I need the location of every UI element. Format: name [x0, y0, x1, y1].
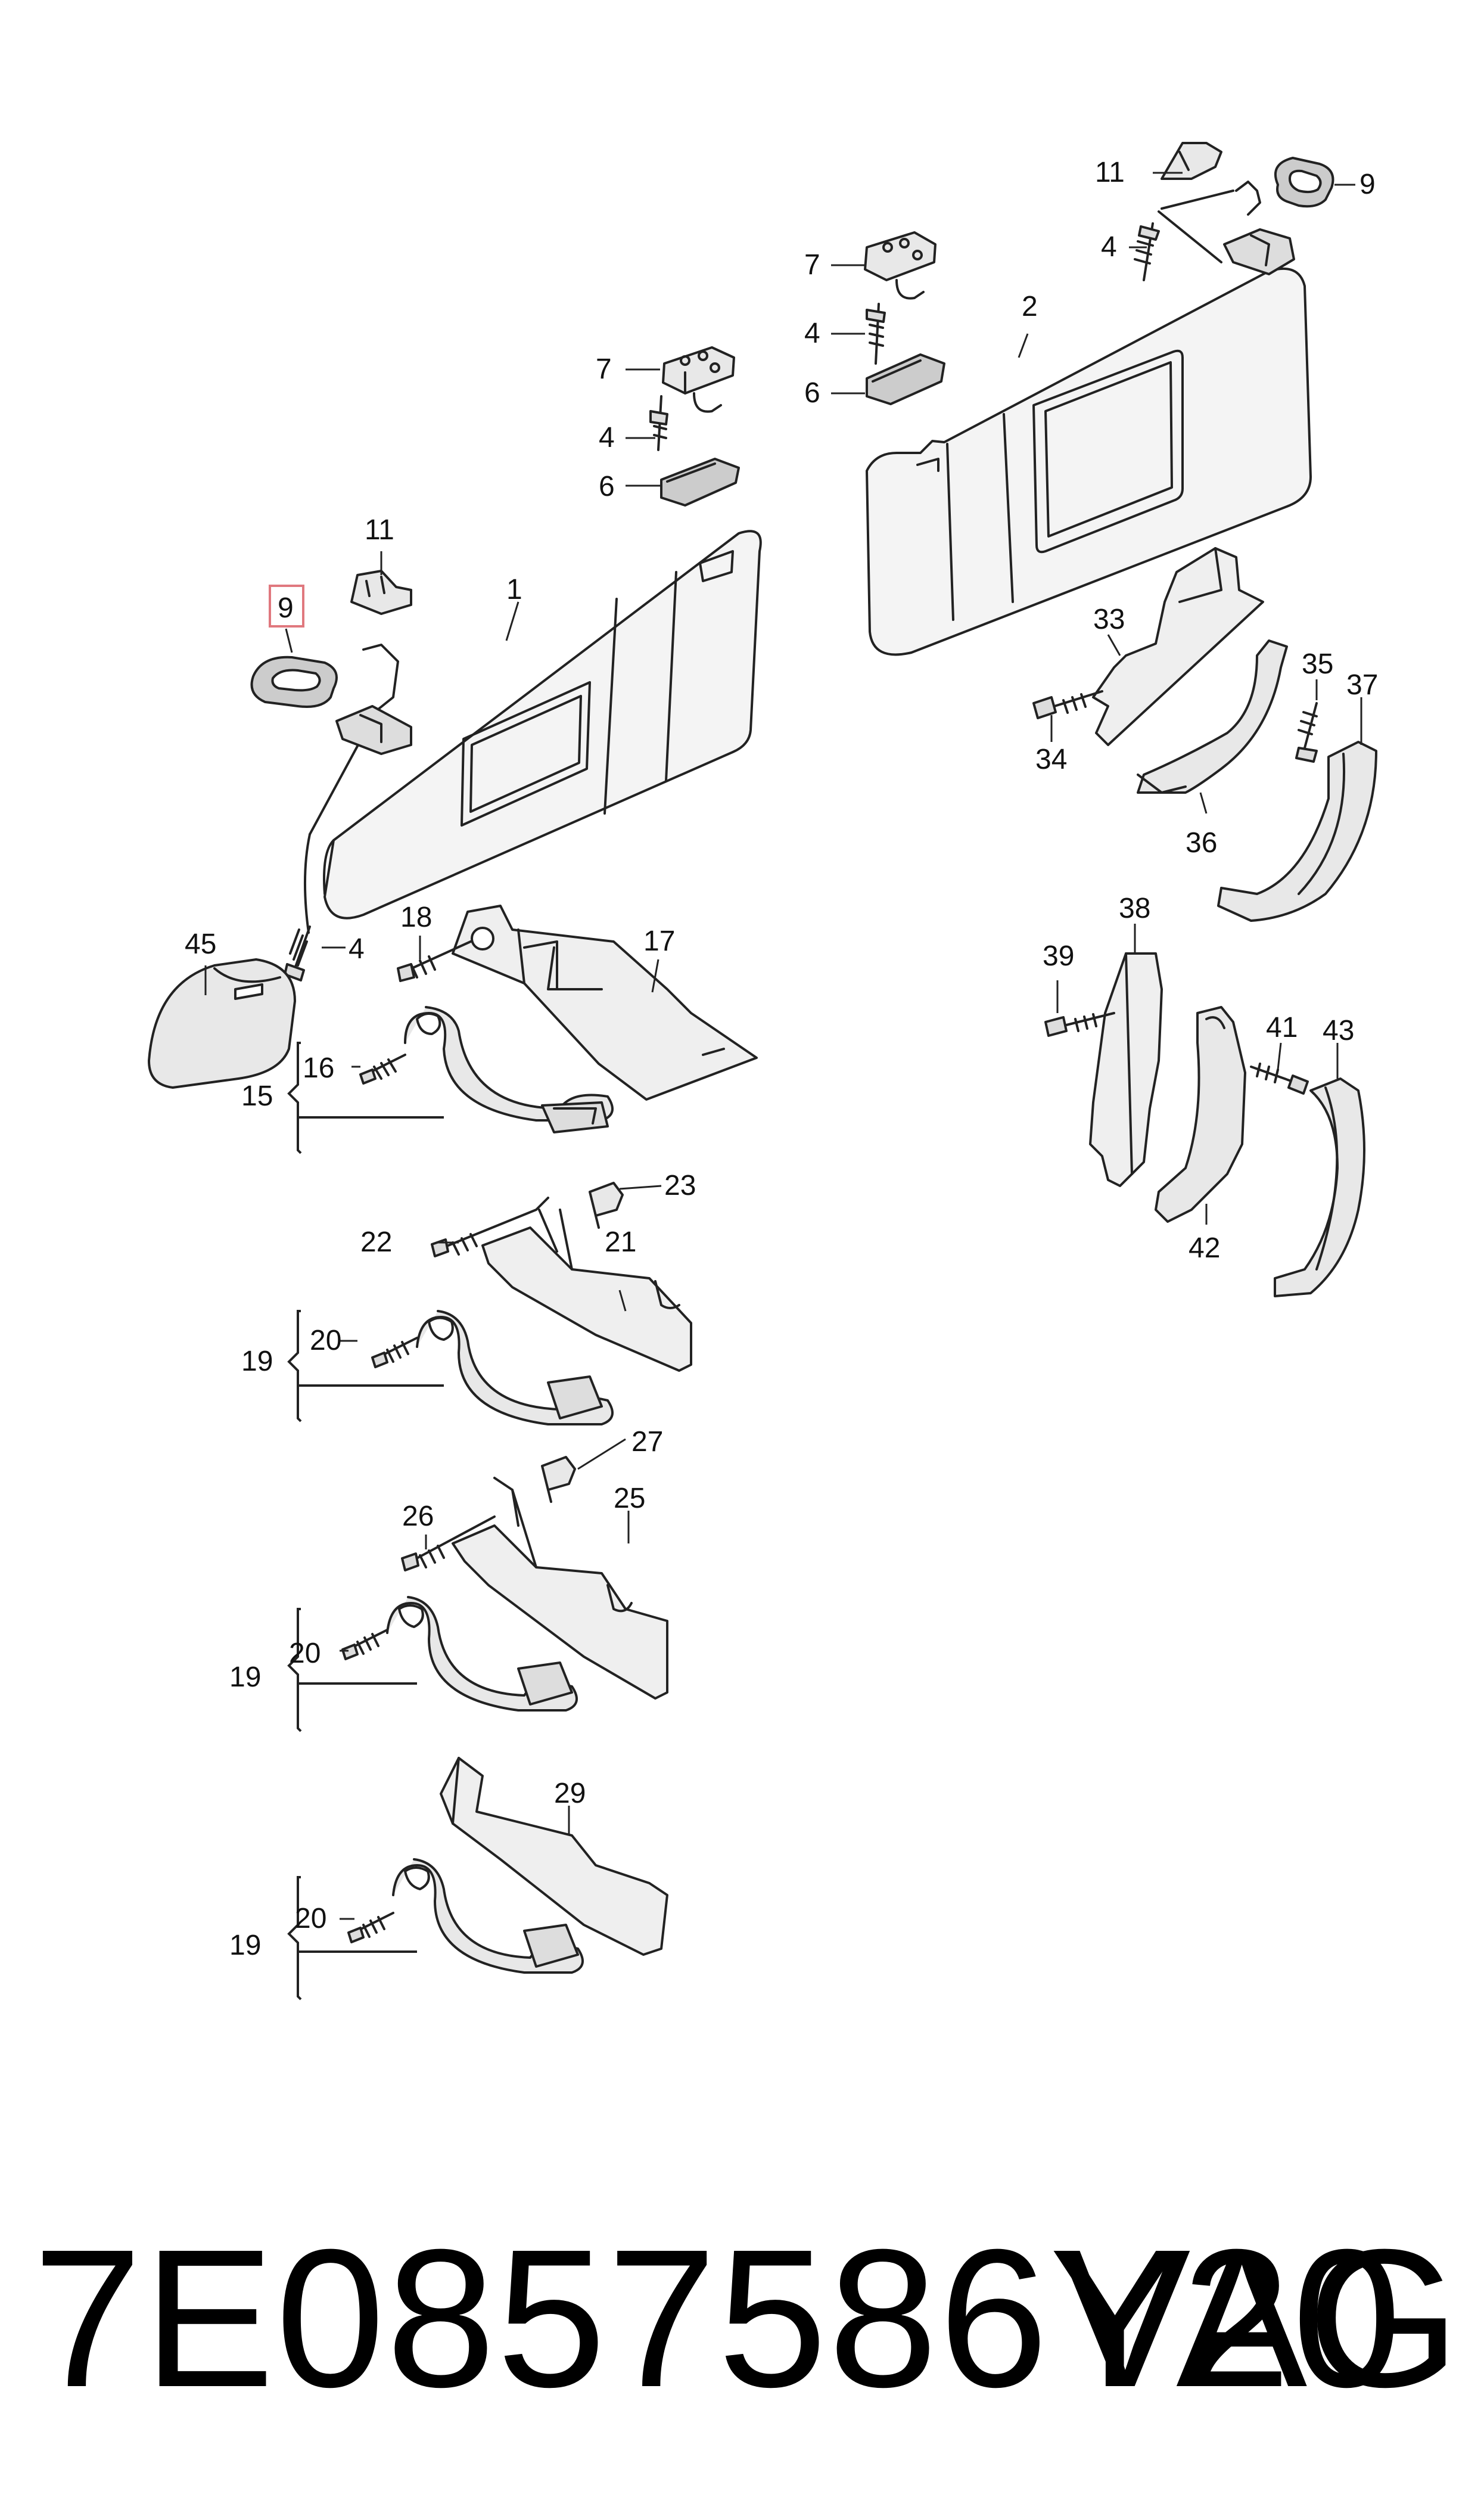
screw-34 — [1032, 690, 1103, 719]
callout-labels: 1 2 7 4 6 7 4 6 4 11 9 11 9 4 45 18 17 1… — [185, 157, 1378, 1961]
label-43: 43 — [1323, 1015, 1354, 1046]
label-7a: 7 — [596, 353, 612, 385]
label-20b: 20 — [289, 1638, 321, 1669]
screw-41 — [1250, 1063, 1309, 1095]
trim-43 — [1274, 1077, 1365, 1297]
screw-4-right — [1134, 190, 1234, 281]
label-20a: 20 — [310, 1325, 341, 1356]
bracket-29 — [440, 1757, 668, 1956]
label-9a: 9 — [1359, 169, 1376, 200]
bracket-25 — [452, 1477, 668, 1700]
screw-4-mid-left — [649, 395, 668, 451]
screw-18 — [397, 927, 494, 982]
sun-visor-left — [303, 530, 762, 934]
screw-22 — [431, 1197, 549, 1257]
label-19b: 19 — [229, 1661, 261, 1693]
label-4d: 4 — [349, 933, 365, 965]
label-4c: 4 — [1101, 231, 1117, 263]
screw-20c — [347, 1912, 394, 1943]
screw-4-left — [284, 925, 311, 981]
screw-20a — [371, 1337, 418, 1368]
label-4b: 4 — [804, 318, 820, 349]
label-27: 27 — [631, 1426, 663, 1458]
grab-handle-19c — [392, 1858, 584, 1974]
label-6a: 6 — [599, 471, 615, 502]
grab-handle-36 — [1137, 639, 1288, 794]
label-1: 1 — [506, 574, 522, 605]
bracket-21 — [481, 1209, 692, 1372]
part-number: 7E0857586Y20 — [33, 2208, 1403, 2428]
visor-mount-right — [1223, 181, 1295, 275]
bracket-38 — [1089, 952, 1163, 1187]
screw-35 — [1295, 702, 1318, 763]
label-9b: 9 — [278, 592, 294, 624]
lamp-cover-left — [250, 656, 338, 708]
screw-4-right-2 — [866, 303, 886, 365]
label-26: 26 — [402, 1501, 434, 1532]
pad-right — [866, 353, 945, 405]
brand-label: VAG — [1059, 2208, 1460, 2428]
screw-16 — [359, 1054, 406, 1085]
grab-handle-19b — [386, 1596, 578, 1712]
sun-visor-right — [866, 267, 1312, 656]
grab-handle-15 — [404, 1006, 614, 1133]
label-17: 17 — [643, 925, 675, 957]
label-35: 35 — [1302, 648, 1333, 680]
label-4a: 4 — [599, 422, 615, 454]
label-45: 45 — [185, 928, 216, 960]
trim-37 — [1217, 741, 1377, 922]
label-23: 23 — [664, 1170, 696, 1201]
visor-mount-left — [335, 644, 412, 755]
grab-handle-19a — [416, 1310, 614, 1425]
label-29: 29 — [554, 1778, 586, 1809]
label-38: 38 — [1119, 893, 1150, 924]
pad-left — [660, 458, 740, 507]
highlight-box-9 — [269, 585, 304, 628]
label-7b: 7 — [804, 249, 820, 281]
label-37: 37 — [1346, 669, 1378, 701]
label-21: 21 — [605, 1226, 636, 1258]
clip-left — [350, 570, 412, 615]
label-25: 25 — [614, 1483, 645, 1514]
screw-26 — [401, 1515, 496, 1571]
bracket-33 — [1092, 547, 1264, 746]
assembly-braces — [287, 1042, 444, 2001]
label-41: 41 — [1266, 1012, 1298, 1043]
label-6b: 6 — [804, 377, 820, 409]
label-2: 2 — [1022, 291, 1038, 322]
label-36: 36 — [1186, 827, 1217, 859]
screw-20b — [341, 1629, 388, 1660]
clip-27 — [541, 1456, 576, 1503]
label-16: 16 — [303, 1052, 334, 1084]
screw-39 — [1044, 1012, 1115, 1037]
hinge-left — [662, 346, 735, 413]
label-11a: 11 — [1095, 157, 1125, 188]
grab-handle-bracket-17 — [452, 905, 758, 1101]
interior-lamp — [148, 958, 296, 1089]
label-19c: 19 — [229, 1930, 261, 1961]
label-19a: 19 — [241, 1346, 273, 1377]
label-39: 39 — [1043, 940, 1074, 972]
label-42: 42 — [1189, 1232, 1220, 1264]
label-33: 33 — [1093, 604, 1125, 635]
lamp-cover-right — [1274, 157, 1334, 208]
label-20c: 20 — [295, 1903, 326, 1934]
label-22: 22 — [360, 1226, 392, 1258]
grab-handle-42 — [1155, 1006, 1246, 1223]
hinge-right — [864, 231, 937, 300]
footer: 7E0857586Y20 VAG — [0, 2217, 1484, 2419]
label-18: 18 — [400, 902, 432, 933]
leader-lines — [204, 172, 1362, 1920]
clip-23 — [589, 1182, 624, 1229]
label-11b: 11 — [365, 514, 394, 546]
label-34: 34 — [1035, 744, 1067, 775]
label-15: 15 — [241, 1080, 273, 1112]
clip-right — [1161, 142, 1222, 180]
